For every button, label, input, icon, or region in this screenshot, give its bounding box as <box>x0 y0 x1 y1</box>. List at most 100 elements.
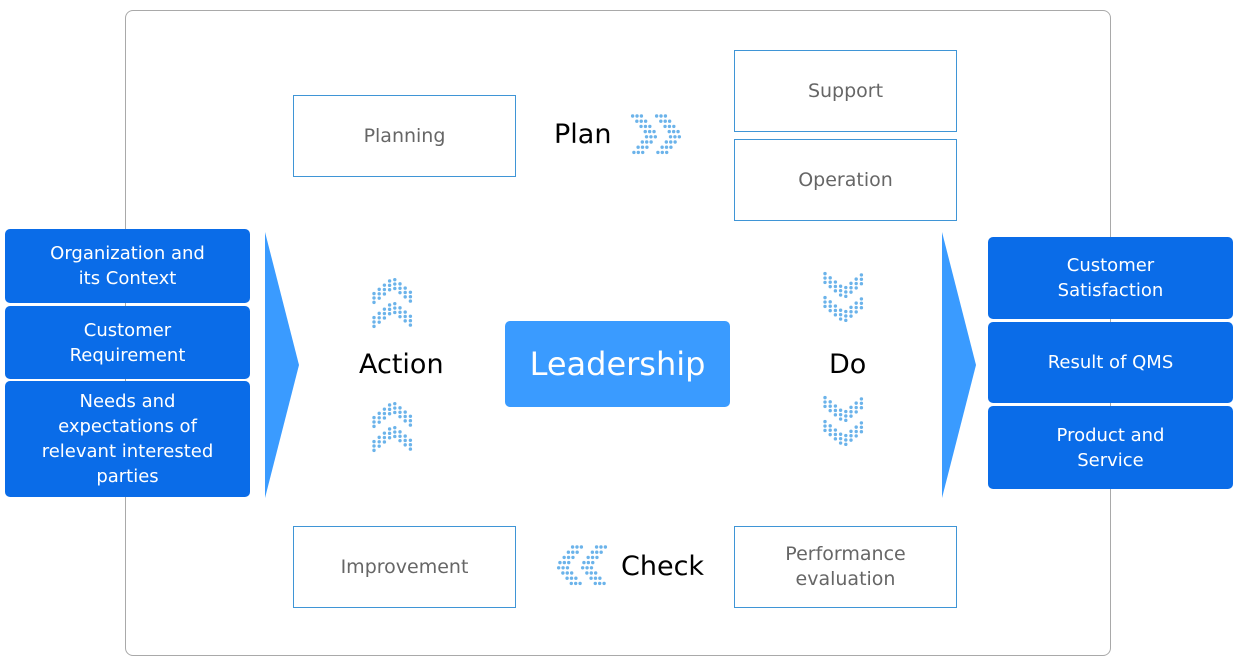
chevron-dot <box>823 276 827 280</box>
chevron-dot <box>849 405 853 410</box>
chevron-dot <box>849 281 853 286</box>
chevron-dot <box>377 292 381 296</box>
chevron-dot <box>562 555 566 560</box>
chevron-dot <box>854 301 858 305</box>
chevron-dot <box>567 560 571 565</box>
chevron-dot <box>403 434 407 438</box>
chevron-dot <box>640 145 645 149</box>
chevron-dot <box>823 404 827 409</box>
chevron-dot <box>643 129 647 134</box>
chevron-dot <box>593 581 597 586</box>
chevron-dot <box>372 415 376 420</box>
chevron-dot <box>372 448 376 453</box>
chevron-dot <box>844 318 848 323</box>
chevron-dot <box>387 427 392 431</box>
chevron-dot <box>393 306 397 310</box>
chevron-dot <box>403 295 407 299</box>
chevron-dot <box>673 140 677 144</box>
chevron-dot <box>393 301 397 306</box>
chevron-dot <box>382 407 387 411</box>
chevron-dot <box>854 281 858 286</box>
chevron-dot <box>844 285 848 290</box>
chevron-dot <box>656 150 660 155</box>
chevron-dot <box>849 429 853 434</box>
chevron-dot <box>597 581 602 586</box>
chevron-dot <box>408 438 413 442</box>
chevron-dot <box>387 436 392 440</box>
chevron-dot <box>403 310 407 314</box>
chevron-dot <box>823 424 827 428</box>
chevron-dot <box>645 140 649 144</box>
chevron-dot <box>671 129 676 134</box>
chevron-dot <box>828 432 832 437</box>
chevron-dot <box>566 550 571 554</box>
chevron-dot <box>595 555 599 560</box>
chevron-dot <box>377 296 381 300</box>
chevron-dot <box>859 301 864 306</box>
chevron-dot <box>580 566 585 570</box>
chevron-dot <box>833 289 838 293</box>
output-result-of-qms: Result of QMS <box>988 322 1233 403</box>
chevron-dot <box>828 408 832 413</box>
chevron-dot <box>575 550 579 554</box>
chevron-dot <box>565 571 569 575</box>
chevron-dot <box>664 140 669 144</box>
chevron-dot <box>854 286 858 290</box>
chevron-dot <box>838 417 843 421</box>
chevron-dot <box>398 306 402 310</box>
chevron-dot <box>660 150 665 155</box>
do-chevron-down-lower-icon <box>823 395 864 447</box>
chevron-dot <box>667 129 671 134</box>
chevron-dot <box>823 428 827 433</box>
chevron-dot <box>663 124 667 129</box>
chevron-dot <box>403 286 407 290</box>
chevron-dot <box>393 406 397 410</box>
chevron-dot <box>639 119 643 123</box>
chevron-dot <box>838 408 843 412</box>
chevron-dot <box>593 576 598 580</box>
chevron-dot <box>833 432 838 437</box>
chevron-dot <box>377 420 381 424</box>
chevron-dot <box>382 416 387 420</box>
chevron-dot <box>828 400 832 404</box>
chevron-dot <box>398 430 402 434</box>
chevron-dot <box>372 315 376 320</box>
chevron-dot <box>565 576 569 580</box>
support-box: Support <box>734 50 957 132</box>
chevron-dot <box>849 438 853 442</box>
chevron-dot <box>643 119 648 123</box>
chevron-dot <box>382 440 387 444</box>
chevron-dot <box>640 140 645 144</box>
chevron-dot <box>823 395 827 400</box>
chevron-dot <box>823 280 827 285</box>
chevron-dot <box>372 444 376 448</box>
chevron-dot <box>372 420 376 424</box>
chevron-dot <box>561 566 565 570</box>
chevron-dot <box>377 440 381 444</box>
chevron-dot <box>589 576 593 580</box>
chevron-dot <box>833 408 838 413</box>
chevron-dot <box>838 293 843 297</box>
chevron-dot <box>398 438 402 443</box>
chevron-dot <box>828 300 832 304</box>
chevron-dot <box>393 310 397 315</box>
chevron-dot <box>594 545 599 549</box>
chevron-dot <box>393 282 397 286</box>
chevron-dot <box>828 428 832 432</box>
planning-box: Planning <box>293 95 516 177</box>
chevron-dot <box>849 290 853 294</box>
chevron-dot <box>408 447 413 451</box>
input-flow-arrow-icon <box>265 232 299 498</box>
chevron-dot <box>838 412 843 417</box>
chevron-dot <box>859 430 864 434</box>
chevron-dot <box>833 304 838 308</box>
chevron-dot <box>859 421 864 425</box>
chevron-dot <box>403 414 407 419</box>
output-customer-satisfaction: Customer Satisfaction <box>988 237 1233 319</box>
chevron-dot <box>823 419 827 424</box>
chevron-dot <box>838 288 843 293</box>
chevron-dot <box>663 119 667 123</box>
chevron-dot <box>382 283 387 287</box>
chevron-dot <box>398 314 402 319</box>
check-label: Check <box>621 551 705 582</box>
